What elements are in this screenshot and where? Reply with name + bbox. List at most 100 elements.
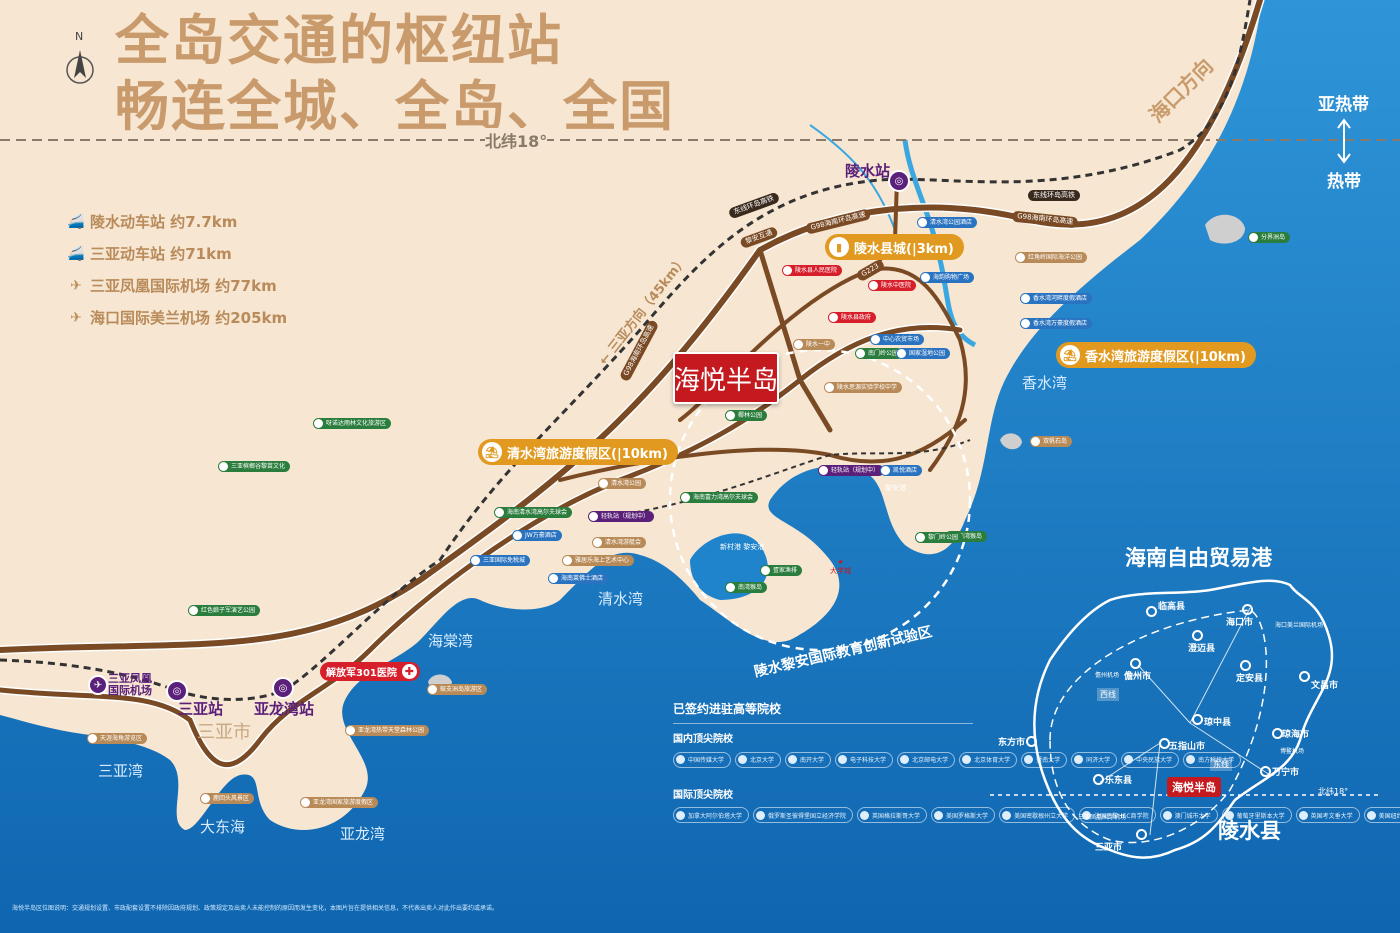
poi-tag-hotel[interactable]: 海南莱佛士酒店 xyxy=(548,573,609,584)
city-label: 三亚市 xyxy=(1095,843,1123,853)
city-label: 琼海市 xyxy=(1282,730,1310,740)
poi-tag-park[interactable]: 海南富力湾高尔夫球会 xyxy=(680,492,759,503)
airport-label: 儋州机场 xyxy=(1095,672,1120,679)
hospital-301-pill[interactable]: 解放军301医院✚ xyxy=(320,662,420,681)
poi-tag-scenic[interactable]: 鹿回头风景区 xyxy=(200,793,255,804)
city-dot-icon xyxy=(1299,671,1310,682)
poi-tag-scenic[interactable]: 清水湾游艇会 xyxy=(592,537,647,548)
poi-tag-edu[interactable]: 陵水思源实验学校中学 xyxy=(824,382,903,393)
county-distance-pill[interactable]: ▮陵水县城(|3km) xyxy=(825,234,964,260)
city-label: 临高县 xyxy=(1158,602,1186,612)
pill-label: 清水湾旅游度假区(|10km) xyxy=(507,446,668,462)
hainan-latitude-label: 北纬18° xyxy=(1318,787,1349,796)
poi-tag-scenic[interactable]: 天涯海角游览区 xyxy=(87,733,148,744)
hainan-island-outline xyxy=(1033,579,1334,859)
poi-tag-hotel[interactable]: 清水湾公园酒店 xyxy=(917,217,978,228)
poi-tag-hosp[interactable]: 陵水中医院 xyxy=(868,280,917,291)
xiangshuiwan-resort-pill[interactable]: ⛱香水湾旅游度假区(|10km) xyxy=(1056,342,1256,368)
place-label: 清水湾 xyxy=(598,590,644,608)
city-label: 琼中县 xyxy=(1204,718,1232,728)
university-pill: 加拿大阿尔伯塔大学 xyxy=(673,807,750,823)
poi-tag-hotel[interactable]: 三亚国际免税城 xyxy=(470,555,531,566)
poi-tag-park[interactable]: 三亚槟榔谷黎苗文化 xyxy=(218,461,291,472)
poi-tag-park[interactable]: 南湾猴岛 xyxy=(725,582,768,593)
train-icon: 🚄 xyxy=(67,213,85,230)
train-icon: 🚄 xyxy=(67,245,85,262)
city-label: 万宁市 xyxy=(1272,768,1300,778)
university-pill: 英国考文垂大学 xyxy=(1295,807,1360,823)
poi-tag-hotel[interactable]: 海韵购物广场 xyxy=(920,272,975,283)
yalongwan-station-label: 亚龙湾站 xyxy=(254,700,315,718)
rail-station-icon: ◎ xyxy=(166,680,188,702)
pill-label: 香水湾旅游度假区(|10km) xyxy=(1085,349,1246,365)
poi-tag-park[interactable]: 呀诺达雨林文化旅游区 xyxy=(313,418,392,429)
university-pill: 北京体育大学 xyxy=(959,751,1018,768)
poi-tag-hotel[interactable]: 凯悦酒店 xyxy=(880,465,923,476)
poi-tag-park[interactable]: 黎门岭公园 xyxy=(915,532,964,543)
city-dot-icon xyxy=(1146,606,1157,617)
city-label: 五指山市 xyxy=(1169,742,1206,752)
city-dot-icon xyxy=(1159,738,1170,749)
east-ring-railway xyxy=(0,0,1252,701)
university-pill: 葡萄牙里斯本大学 xyxy=(1221,807,1292,823)
headline-line2: 畅连全城、全岛、全国 xyxy=(115,75,675,138)
city-dot-icon xyxy=(1192,714,1203,725)
poi-tag-hotel[interactable]: 香水湾河畔度假酒店 xyxy=(1020,293,1093,304)
poi-tag-hosp[interactable]: 陵水县政府 xyxy=(828,312,877,323)
poi-tag-scenic[interactable]: 清水湾公园 xyxy=(598,478,647,489)
poi-tag-scenic[interactable]: 红角岭国际海洋公园 xyxy=(1015,252,1088,263)
university-pill: 中国传媒大学 xyxy=(673,751,732,768)
international-list: 加拿大阿尔伯塔大学俄罗斯圣彼得堡国立经济学院英国格拉斯哥大学美国罗格斯大学美国密… xyxy=(673,805,1400,828)
place-label: 大学城 xyxy=(830,567,851,575)
domestic-list: 中国传媒大学北京大学南开大学电子科技大学北京邮电大学北京体育大学暨南大学同济大学… xyxy=(673,749,1242,772)
airport-label: 海口美兰国际机场 xyxy=(1275,622,1324,629)
poi-tag-hosp[interactable]: 陵水县人民医院 xyxy=(782,265,843,276)
legend-item: 🚄三亚动车站 约71km xyxy=(66,243,231,264)
poi-tag-scenic[interactable]: 蜈支洲岛旅游区 xyxy=(427,684,488,695)
city-label: 乐东县 xyxy=(1105,776,1133,786)
qingshuiwan-resort-pill[interactable]: ⛱清水湾旅游度假区(|10km) xyxy=(478,439,678,465)
poi-tag-park[interactable]: 椰林公园 xyxy=(725,410,768,421)
city-dot-icon xyxy=(1240,660,1251,671)
lingshui-county-label: 陵水县 xyxy=(1218,819,1281,843)
city-dot-icon xyxy=(1192,630,1203,641)
poi-tag-hotel[interactable]: 香水湾万豪度假酒店 xyxy=(1020,318,1093,329)
north-arrow-icon xyxy=(66,50,94,84)
roads xyxy=(0,0,1265,769)
poi-tag-edu[interactable]: 陵水一中 xyxy=(793,339,836,350)
university-pill: 北京邮电大学 xyxy=(897,751,956,768)
city-dot-icon xyxy=(1130,658,1141,669)
poi-tag-scenic[interactable]: 双帆石岛 xyxy=(1030,436,1073,447)
plane-icon: ✈ xyxy=(70,277,82,294)
university-pill: 法国巴黎HEC商学院 xyxy=(1079,807,1156,823)
poi-tag-scenic[interactable]: 亚龙湾热带天堂森林公园 xyxy=(345,725,430,736)
poi-tag-hotel[interactable]: 国家湿地公园 xyxy=(896,348,951,359)
poi-tag-scenic[interactable]: 亚龙湾国家旅游度假区 xyxy=(300,797,379,808)
east-line-label: 东线 xyxy=(1210,758,1232,771)
poi-tag-park[interactable]: 疍家渔排 xyxy=(760,565,803,576)
city-label: 定安县 xyxy=(1236,674,1264,684)
project-marker[interactable]: 海悦半岛 xyxy=(673,352,779,404)
hainan-ring-rail xyxy=(1049,609,1268,844)
university-pill: 电子科技大学 xyxy=(835,751,894,768)
poi-tag-hotel[interactable]: 中心农贸市场 xyxy=(870,334,925,345)
hainan-map-title: 海南自由贸易港 xyxy=(1125,546,1272,570)
poi-tag-park[interactable]: 分界洲岛 xyxy=(1248,232,1291,243)
disclaimer: 海悦半岛区位图说明：交通规划设置、市政配套设置不排除因政府规划、政策规定及出卖人… xyxy=(12,905,499,912)
city-dot-icon xyxy=(1093,774,1104,785)
north-label: N xyxy=(75,30,84,43)
poi-tag-park[interactable]: 红色娘子军演艺公园 xyxy=(188,605,261,616)
legend-label: 陵水动车站 约7.7km xyxy=(90,213,238,231)
poi-tag-park[interactable]: 海南清水湾高尔夫球会 xyxy=(494,507,573,518)
place-label: 黎安港 xyxy=(885,484,906,492)
poi-tag-park[interactable]: 南门岭公园 xyxy=(855,348,904,359)
poi-tag-hotel[interactable]: JW万豪酒店 xyxy=(512,530,562,541)
poi-tag-scenic[interactable]: 雅居乐海上艺术中心 xyxy=(562,555,635,566)
pill-label: 陵水县城(|3km) xyxy=(854,241,954,257)
poi-tag-station[interactable]: 轻轨站（规划中） xyxy=(818,465,885,476)
place-label: 大东海 xyxy=(200,818,246,836)
poi-tag-station[interactable]: 轻轨站（规划中） xyxy=(588,511,655,522)
university-pill: 澳门城市大学 xyxy=(1159,807,1218,823)
